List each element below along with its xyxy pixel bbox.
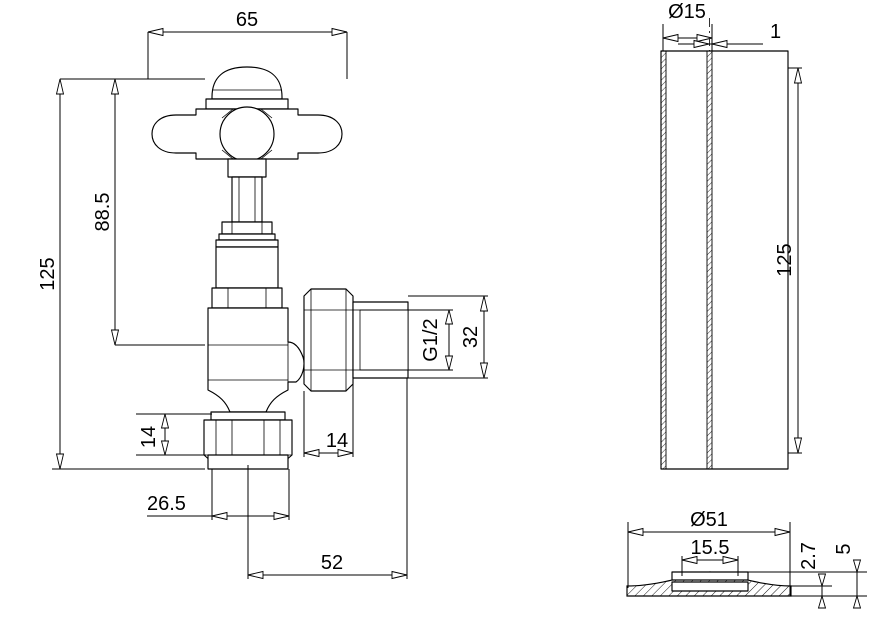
dimension-flange-diameter-51: Ø51 bbox=[627, 509, 791, 596]
pipe-outer-body bbox=[660, 50, 789, 470]
main-view-dimensions: 65 125 88.5 14 bbox=[37, 9, 489, 580]
dim32-arrow-bottom bbox=[479, 362, 489, 379]
main-valve-view bbox=[151, 66, 409, 470]
valve-body-outline bbox=[207, 307, 305, 413]
dim32-arrow-top bbox=[479, 295, 489, 312]
dimension-pipe-length-125: 125 bbox=[774, 67, 803, 454]
dimension-pipe-diameter-15: Ø15 bbox=[662, 1, 713, 51]
valve-bottom-union bbox=[203, 411, 293, 470]
d15-arrow-right bbox=[696, 33, 713, 43]
d27-label: 2.7 bbox=[798, 542, 820, 570]
d15-label: Ø15 bbox=[668, 1, 706, 23]
d155-arrow-left bbox=[681, 555, 698, 565]
d5-label: 5 bbox=[833, 543, 855, 554]
dim14v-label: 14 bbox=[138, 426, 160, 448]
dim14v-arrow-top bbox=[160, 413, 170, 429]
hub-chamfer-tr bbox=[260, 108, 273, 119]
dim885-arrow-bottom bbox=[110, 329, 120, 346]
valve-handle-assembly bbox=[151, 66, 343, 162]
bonnet-body bbox=[215, 246, 279, 289]
dim265-arrow-right bbox=[273, 511, 290, 521]
d51-label: Ø51 bbox=[690, 509, 728, 531]
dim14v-arrow-bottom bbox=[160, 440, 170, 456]
dimension-flange-thickness-2-7: 2.7 bbox=[790, 542, 832, 609]
dimension-height-88-5: 88.5 bbox=[92, 78, 205, 346]
dim14h-arrow-left bbox=[303, 448, 320, 458]
dim1-arrow-left bbox=[693, 39, 710, 49]
g12-arrow-top bbox=[444, 309, 454, 325]
d155-label: 15.5 bbox=[691, 537, 730, 559]
dim1-label: 1 bbox=[770, 21, 781, 43]
d5-arrow-top bbox=[852, 559, 862, 574]
d155-arrow-right bbox=[722, 555, 739, 565]
d27-arrow-bottom bbox=[817, 594, 827, 609]
valve-body bbox=[207, 307, 305, 413]
dim125p-label: 125 bbox=[774, 243, 796, 276]
dim65-label: 65 bbox=[236, 9, 258, 31]
pipe-wall-center-hatch bbox=[706, 50, 713, 470]
handle-cap-dome bbox=[211, 66, 283, 100]
gland-nut bbox=[221, 221, 273, 235]
dimension-26-5: 26.5 bbox=[147, 469, 290, 521]
dim885-arrow-top bbox=[110, 78, 120, 95]
dimension-32: 32 bbox=[408, 295, 489, 379]
dim14h-arrow-right bbox=[337, 448, 354, 458]
handle-hub-circle bbox=[219, 106, 275, 162]
pipe-wall-left-hatch bbox=[660, 50, 667, 470]
dim52-arrow-right bbox=[391, 570, 408, 580]
g12-label: G1/2 bbox=[420, 318, 442, 361]
bonnet-hex-nut bbox=[211, 287, 283, 309]
dim52-label: 52 bbox=[321, 552, 343, 574]
dim65-arrow-left bbox=[147, 27, 164, 37]
dim32-label: 32 bbox=[460, 326, 482, 348]
flange-bore-lower bbox=[671, 581, 749, 592]
bottom-washer bbox=[210, 411, 286, 421]
dim125p-arrow-bottom bbox=[793, 437, 803, 454]
bonnet-washer-1 bbox=[218, 233, 276, 241]
dimension-thread-g12: G1/2 bbox=[360, 309, 454, 371]
stem-collar bbox=[227, 158, 267, 178]
dimension-width-65: 65 bbox=[147, 9, 348, 79]
dimension-flange-height-5: 5 bbox=[748, 543, 867, 609]
hub-chamfer-tl bbox=[221, 108, 234, 119]
d51-arrow-right bbox=[774, 527, 791, 537]
d27-arrow-top bbox=[817, 573, 827, 588]
dimension-nut-height-14: 14 bbox=[136, 413, 212, 456]
flange-bore-upper bbox=[671, 571, 749, 581]
valve-stem-neck bbox=[227, 158, 267, 223]
bonnet-washer-2 bbox=[215, 239, 279, 248]
dim52-arrow-left bbox=[247, 570, 264, 580]
dim65-arrow-right bbox=[331, 27, 348, 37]
d15-arrow-left bbox=[662, 33, 679, 43]
valve-bonnet-stack bbox=[211, 221, 283, 309]
dim1-arrow-right bbox=[711, 39, 728, 49]
valve-outlet-assembly bbox=[303, 288, 409, 392]
outlet-thread-inner bbox=[359, 309, 409, 371]
dim125-arrow-bottom bbox=[55, 453, 65, 470]
dimension-flange-bore-15-5: 15.5 bbox=[681, 537, 739, 576]
dim14h-label: 14 bbox=[326, 430, 348, 452]
flange-view: Ø51 15.5 2.7 5 bbox=[626, 509, 867, 609]
dimension-wall-thickness-1: 1 bbox=[678, 21, 781, 49]
d5-arrow-bottom bbox=[852, 594, 862, 609]
g12-arrow-bottom bbox=[444, 355, 454, 371]
stem-shaft bbox=[231, 176, 263, 223]
d51-arrow-left bbox=[627, 527, 644, 537]
dimension-height-125: 125 bbox=[37, 78, 205, 470]
dimension-52: 52 bbox=[247, 378, 408, 580]
dim125-label: 125 bbox=[37, 257, 59, 290]
pipe-view: Ø15 1 125 bbox=[660, 1, 803, 470]
dimension-outlet-14: 14 bbox=[303, 380, 354, 458]
dim265-arrow-left bbox=[211, 511, 228, 521]
dim885-label: 88.5 bbox=[92, 193, 114, 232]
hub-chamfer-br bbox=[260, 149, 273, 160]
dim125-arrow-top bbox=[55, 78, 65, 95]
dim125p-arrow-top bbox=[793, 67, 803, 84]
hub-chamfer-bl bbox=[221, 149, 234, 160]
dim265-label: 26.5 bbox=[147, 493, 186, 515]
